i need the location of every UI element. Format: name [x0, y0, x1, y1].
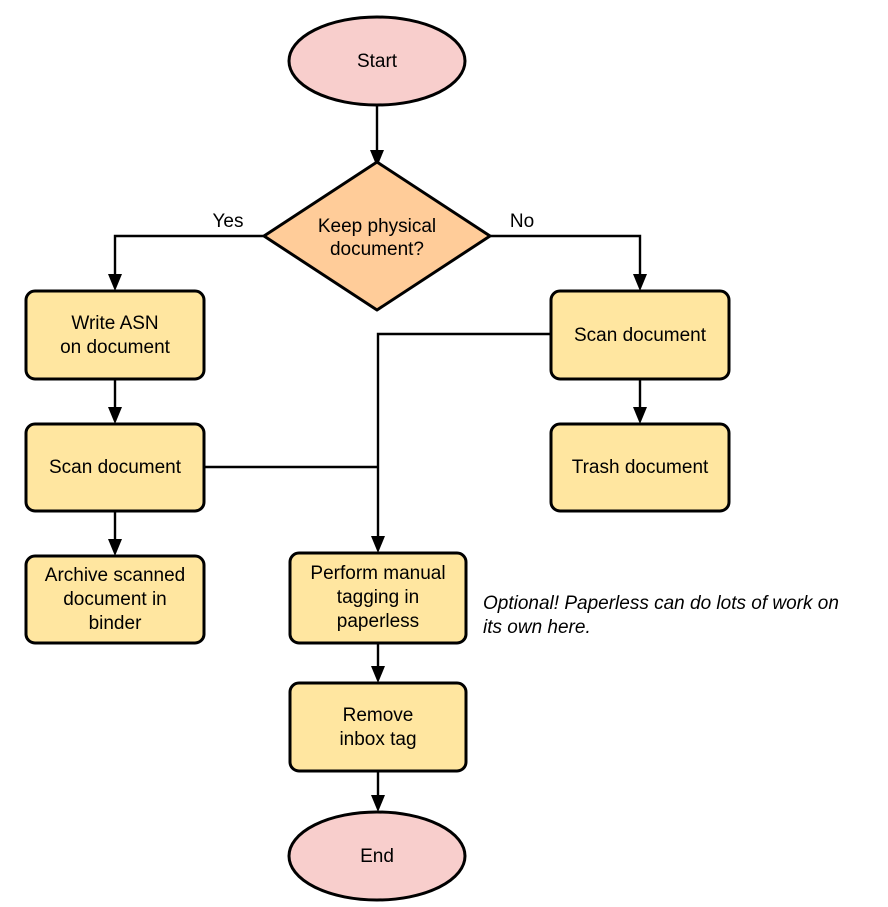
write-asn-label-line1: Write ASN: [71, 313, 158, 334]
end-label: End: [360, 846, 394, 867]
node-trash-document[interactable]: Trash document: [549, 422, 731, 513]
write-asn-label-line2: on document: [60, 337, 171, 358]
node-scan-document-right[interactable]: Scan document: [549, 289, 731, 381]
decision-label-line1: Keep physical: [318, 216, 436, 237]
decision-label-line2: document?: [330, 239, 424, 260]
node-decision-keep-physical-document[interactable]: Keep physical document?: [262, 160, 492, 312]
remove-inbox-label-line2: inbox tag: [339, 729, 416, 750]
note-line1: Optional! Paperless can do lots of work …: [483, 593, 839, 614]
manual-tagging-label-line3: paperless: [337, 611, 419, 632]
arrowhead-icon: [108, 539, 122, 556]
node-start[interactable]: Start: [287, 15, 467, 107]
edge-line: [376, 332, 551, 540]
archive-label-line3: binder: [89, 613, 142, 634]
remove-inbox-label-line1: Remove: [343, 705, 414, 726]
end-ellipse[interactable]: [287, 810, 467, 902]
edge-scan-right-to-trash: [633, 379, 647, 424]
trash-document-label: Trash document: [572, 457, 709, 478]
note-line2: its own here.: [483, 617, 591, 638]
manual-tagging-label-line2: tagging in: [337, 587, 419, 608]
edge-layer: Yes No: [108, 106, 647, 812]
decision-diamond[interactable]: [262, 160, 492, 312]
arrowhead-icon: [371, 666, 385, 683]
scan-document-right-label: Scan document: [574, 325, 707, 346]
edge-decision-to-write-asn: Yes: [108, 211, 264, 291]
manual-tagging-box[interactable]: [288, 551, 468, 645]
archive-box[interactable]: [24, 554, 206, 645]
arrowhead-icon: [371, 795, 385, 812]
manual-tagging-label-line1: Perform manual: [310, 563, 445, 584]
edge-line: [113, 234, 264, 278]
scan-document-left-label: Scan document: [49, 457, 182, 478]
node-write-asn[interactable]: Write ASN on document: [24, 289, 206, 381]
edge-write-asn-to-scan-left: [108, 379, 122, 424]
archive-label-line1: Archive scanned: [45, 565, 185, 586]
edge-line: [490, 234, 642, 278]
arrowhead-icon: [370, 150, 384, 167]
edge-scan-right-to-manual-tagging: [371, 332, 551, 553]
arrowhead-icon: [371, 536, 385, 553]
edge-manual-tagging-to-remove-inbox: [371, 643, 385, 683]
node-archive-scanned-document[interactable]: Archive scanned document in binder: [24, 554, 206, 645]
edge-decision-to-scan-right: No: [490, 211, 647, 291]
arrowhead-icon: [633, 274, 647, 291]
edge-remove-inbox-to-end: [371, 771, 385, 812]
arrowhead-icon: [108, 274, 122, 291]
node-remove-inbox-tag[interactable]: Remove inbox tag: [288, 681, 468, 773]
scan-document-right-box[interactable]: [549, 289, 731, 381]
edge-start-to-decision: [370, 106, 384, 167]
node-perform-manual-tagging[interactable]: Perform manual tagging in paperless: [288, 551, 468, 645]
trash-document-box[interactable]: [549, 422, 731, 513]
edge-label-no: No: [510, 211, 534, 232]
remove-inbox-tag-box[interactable]: [288, 681, 468, 773]
node-scan-document-left[interactable]: Scan document: [24, 422, 206, 513]
arrowhead-icon: [108, 407, 122, 424]
edge-label-yes: Yes: [213, 211, 244, 232]
arrowhead-icon: [633, 407, 647, 424]
start-ellipse[interactable]: [287, 15, 467, 107]
scan-document-left-box[interactable]: [24, 422, 206, 513]
archive-label-line2: document in: [63, 589, 167, 610]
node-end[interactable]: End: [287, 810, 467, 902]
write-asn-box[interactable]: [24, 289, 206, 381]
start-label: Start: [357, 51, 398, 72]
annotation-note-optional: Optional! Paperless can do lots of work …: [483, 593, 839, 638]
edge-scan-left-to-archive: [108, 511, 122, 556]
